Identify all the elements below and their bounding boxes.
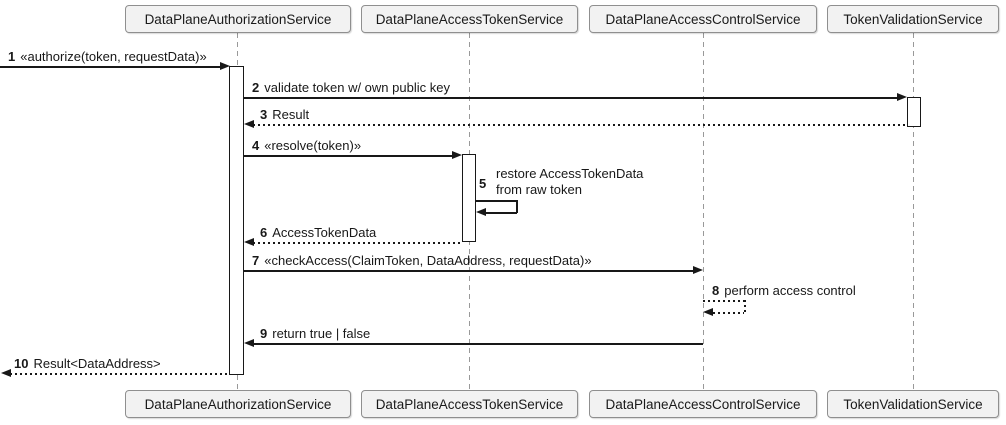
activation-bar-access-token-service <box>462 154 476 242</box>
message-2-label: 2 validate token w/ own public key <box>252 80 450 96</box>
message-3-arrowhead <box>244 120 254 128</box>
message-number: 10 <box>14 356 29 371</box>
message-7-arrowhead <box>693 266 703 274</box>
message-8-label: 8 perform access control <box>712 283 856 299</box>
participant-label: TokenValidationService <box>843 396 983 412</box>
message-text: «authorize(token, requestData)» <box>20 49 207 64</box>
message-number: 1 <box>8 49 16 64</box>
participant-label: TokenValidationService <box>843 11 983 27</box>
message-3-label: 3 Result <box>260 107 309 123</box>
message-5-label: 5 <box>479 176 491 192</box>
participant-bottom-data-plane-access-control-service: DataPlaneAccessControlService <box>589 390 817 418</box>
message-4-line <box>244 155 453 157</box>
participant-label: DataPlaneAuthorizationService <box>144 396 332 412</box>
activation-bar-authorization-service <box>229 66 244 375</box>
message-text: AccessTokenData <box>272 225 377 240</box>
message-10-line <box>10 373 229 375</box>
message-10-arrowhead <box>1 369 11 377</box>
message-6-line <box>253 242 462 244</box>
message-text: «checkAccess(ClaimToken, DataAddress, re… <box>264 253 592 268</box>
message-9-arrowhead <box>244 339 254 347</box>
message-8-arrowhead <box>703 308 713 316</box>
participant-label: DataPlaneAccessTokenService <box>375 11 564 27</box>
message-5-loop-bottom <box>486 212 517 214</box>
message-6-label: 6 AccessTokenData <box>260 225 376 241</box>
participant-bottom-data-plane-authorization-service: DataPlaneAuthorizationService <box>125 390 351 418</box>
lifeline-token-validation-service <box>913 33 914 390</box>
message-7-label: 7 «checkAccess(ClaimToken, DataAddress, r… <box>252 253 592 269</box>
message-1-label: 1 «authorize(token, requestData)» <box>8 49 207 65</box>
message-number: 9 <box>260 326 268 341</box>
message-9-line <box>253 343 703 345</box>
lifeline-data-plane-access-control-service <box>703 33 704 390</box>
participant-label: DataPlaneAccessTokenService <box>375 396 564 412</box>
message-6-arrowhead <box>244 238 254 246</box>
message-2-line <box>244 97 898 99</box>
participant-top-data-plane-authorization-service: DataPlaneAuthorizationService <box>125 5 351 33</box>
message-5-loop-side <box>516 200 518 213</box>
message-4-arrowhead <box>452 151 462 159</box>
message-text: Result <box>272 107 310 122</box>
message-2-arrowhead <box>897 93 907 101</box>
participant-top-token-validation-service: TokenValidationService <box>827 5 999 33</box>
message-3-line <box>253 124 907 126</box>
message-text: «resolve(token)» <box>264 138 362 153</box>
message-text: validate token w/ own public key <box>264 80 450 95</box>
message-7-line <box>244 270 694 272</box>
message-9-label: 9 return true | false <box>260 326 370 342</box>
message-number: 8 <box>712 283 720 298</box>
message-number: 6 <box>260 225 268 240</box>
message-5-text: restore AccessTokenData from raw token <box>496 166 644 197</box>
message-8-loop-side <box>744 300 746 313</box>
message-5-arrowhead <box>476 208 486 216</box>
message-number: 3 <box>260 107 268 122</box>
message-10-label: 10 Result<DataAddress> <box>14 356 161 372</box>
message-1-line <box>0 66 221 68</box>
message-number: 2 <box>252 80 260 95</box>
message-4-label: 4 «resolve(token)» <box>252 138 361 154</box>
message-number: 7 <box>252 253 260 268</box>
participant-top-data-plane-access-control-service: DataPlaneAccessControlService <box>589 5 817 33</box>
message-number: 5 <box>479 176 487 191</box>
message-1-arrowhead <box>220 62 230 70</box>
participant-label: DataPlaneAuthorizationService <box>144 11 332 27</box>
message-8-loop-bottom <box>713 312 744 314</box>
message-5-loop-top <box>476 200 517 202</box>
message-8-loop-top <box>703 300 745 302</box>
message-text: return true | false <box>272 326 371 341</box>
message-number: 4 <box>252 138 260 153</box>
message-text: perform access control <box>724 283 856 298</box>
message-text: Result<DataAddress> <box>33 356 161 371</box>
participant-label: DataPlaneAccessControlService <box>605 11 801 27</box>
participant-top-data-plane-access-token-service: DataPlaneAccessTokenService <box>361 5 578 33</box>
participant-bottom-token-validation-service: TokenValidationService <box>827 390 999 418</box>
activation-bar-token-validation-service <box>907 97 921 127</box>
participant-bottom-data-plane-access-token-service: DataPlaneAccessTokenService <box>361 390 578 418</box>
participant-label: DataPlaneAccessControlService <box>605 396 801 412</box>
